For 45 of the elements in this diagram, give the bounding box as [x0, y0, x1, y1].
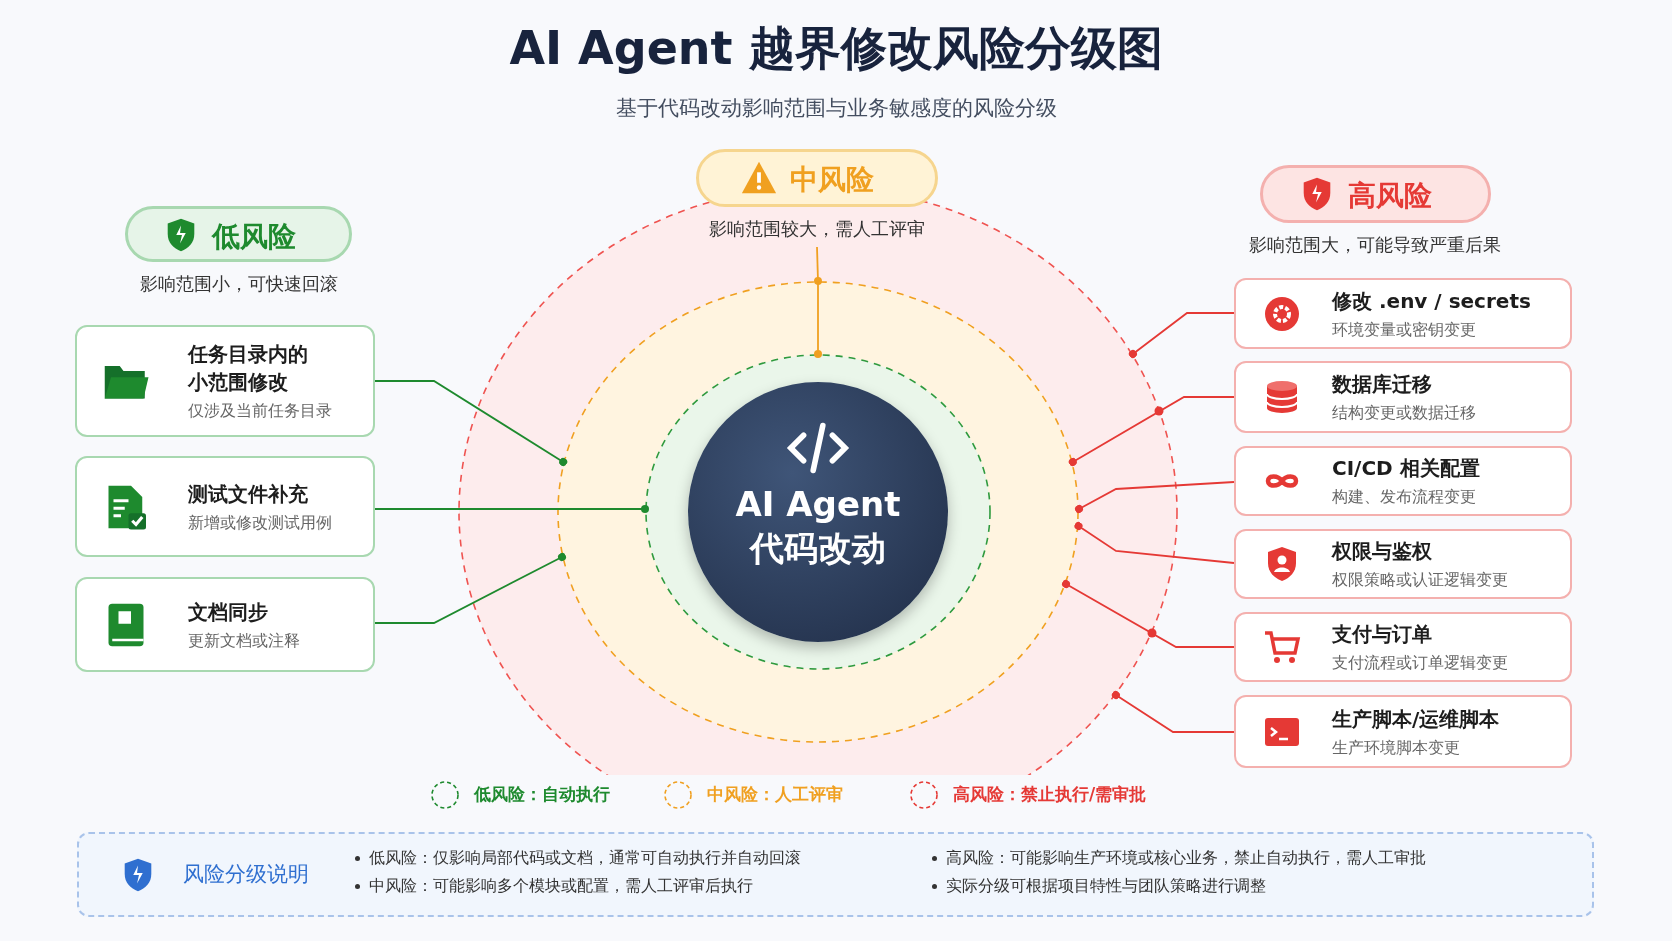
card-description: 结构变更或数据迁移: [1332, 402, 1476, 424]
legend-label: 高风险：禁止执行/需审批: [953, 783, 1147, 806]
connector-line: [1062, 580, 1235, 648]
badge-label: 中风险: [790, 162, 874, 198]
connector-line: [374, 505, 649, 513]
connector-line: [1128, 312, 1235, 358]
card-description: 环境变量或密钥变更: [1332, 318, 1476, 341]
badge-caption: 影响范围较大，需人工评审: [708, 217, 926, 241]
badge-label: 高风险: [1348, 178, 1432, 214]
card-title: 权限与鉴权: [1332, 538, 1432, 565]
connector-line: [1068, 396, 1235, 466]
connector-line: [1111, 691, 1235, 733]
legend-label: 中风险：人工评审: [707, 783, 843, 806]
card-title: 测试文件补充: [188, 480, 308, 508]
bullet-text: 中风险：可能影响多个模块或配置，需人工评审后执行: [369, 875, 753, 897]
card-description: 支付流程或订单逻辑变更: [1332, 652, 1508, 674]
connector-line: [1074, 522, 1235, 564]
badge-caption: 影响范围小，可快速回滚: [138, 272, 339, 296]
panel-heading: 风险分级说明: [183, 861, 309, 888]
connector-line: [1075, 481, 1235, 513]
bullet-text: 高风险：可能影响生产环境或核心业务，禁止自动执行，需人工审批: [946, 847, 1426, 869]
card-title: 支付与订单: [1332, 621, 1432, 648]
card-description: 构建、发布流程变更: [1332, 486, 1476, 508]
card-title: CI/CD 相关配置: [1332, 455, 1480, 482]
card-title: 文档同步: [188, 598, 268, 626]
center-label: AI Agent 代码改动: [734, 483, 902, 570]
title: AI Agent 越界修改风险分级图: [508, 20, 1164, 77]
card-description: 更新文档或注释: [188, 629, 300, 652]
card-description: 权限策略或认证逻辑变更: [1332, 569, 1508, 591]
badge-caption: 影响范围大，可能导致严重后果: [1248, 233, 1502, 257]
connector-line: [814, 246, 822, 285]
subtitle: 基于代码改动影响范围与业务敏感度的风险分级: [614, 95, 1058, 122]
bullet-text: 实际分级可根据项目特性与团队策略进行调整: [946, 875, 1266, 897]
card-title: 数据库迁移: [1332, 371, 1432, 398]
card-title: 任务目录内的小范围修改: [188, 341, 309, 396]
badge-label: 低风险: [211, 219, 296, 255]
connector-line: [374, 553, 566, 624]
bullet-text: 低风险：仅影响局部代码或文档，通常可自动执行并自动回滚: [369, 847, 801, 869]
card-title: 修改 .env / secrets: [1332, 287, 1531, 315]
card-description: 新增或修改测试用例: [188, 511, 332, 534]
legend-label: 低风险：自动执行: [474, 783, 610, 806]
card-description: 仅涉及当前任务目录: [188, 400, 332, 422]
card-description: 生产环境脚本变更: [1332, 736, 1460, 759]
connector-line: [374, 380, 568, 466]
card-title: 生产脚本/运维脚本: [1332, 705, 1500, 733]
